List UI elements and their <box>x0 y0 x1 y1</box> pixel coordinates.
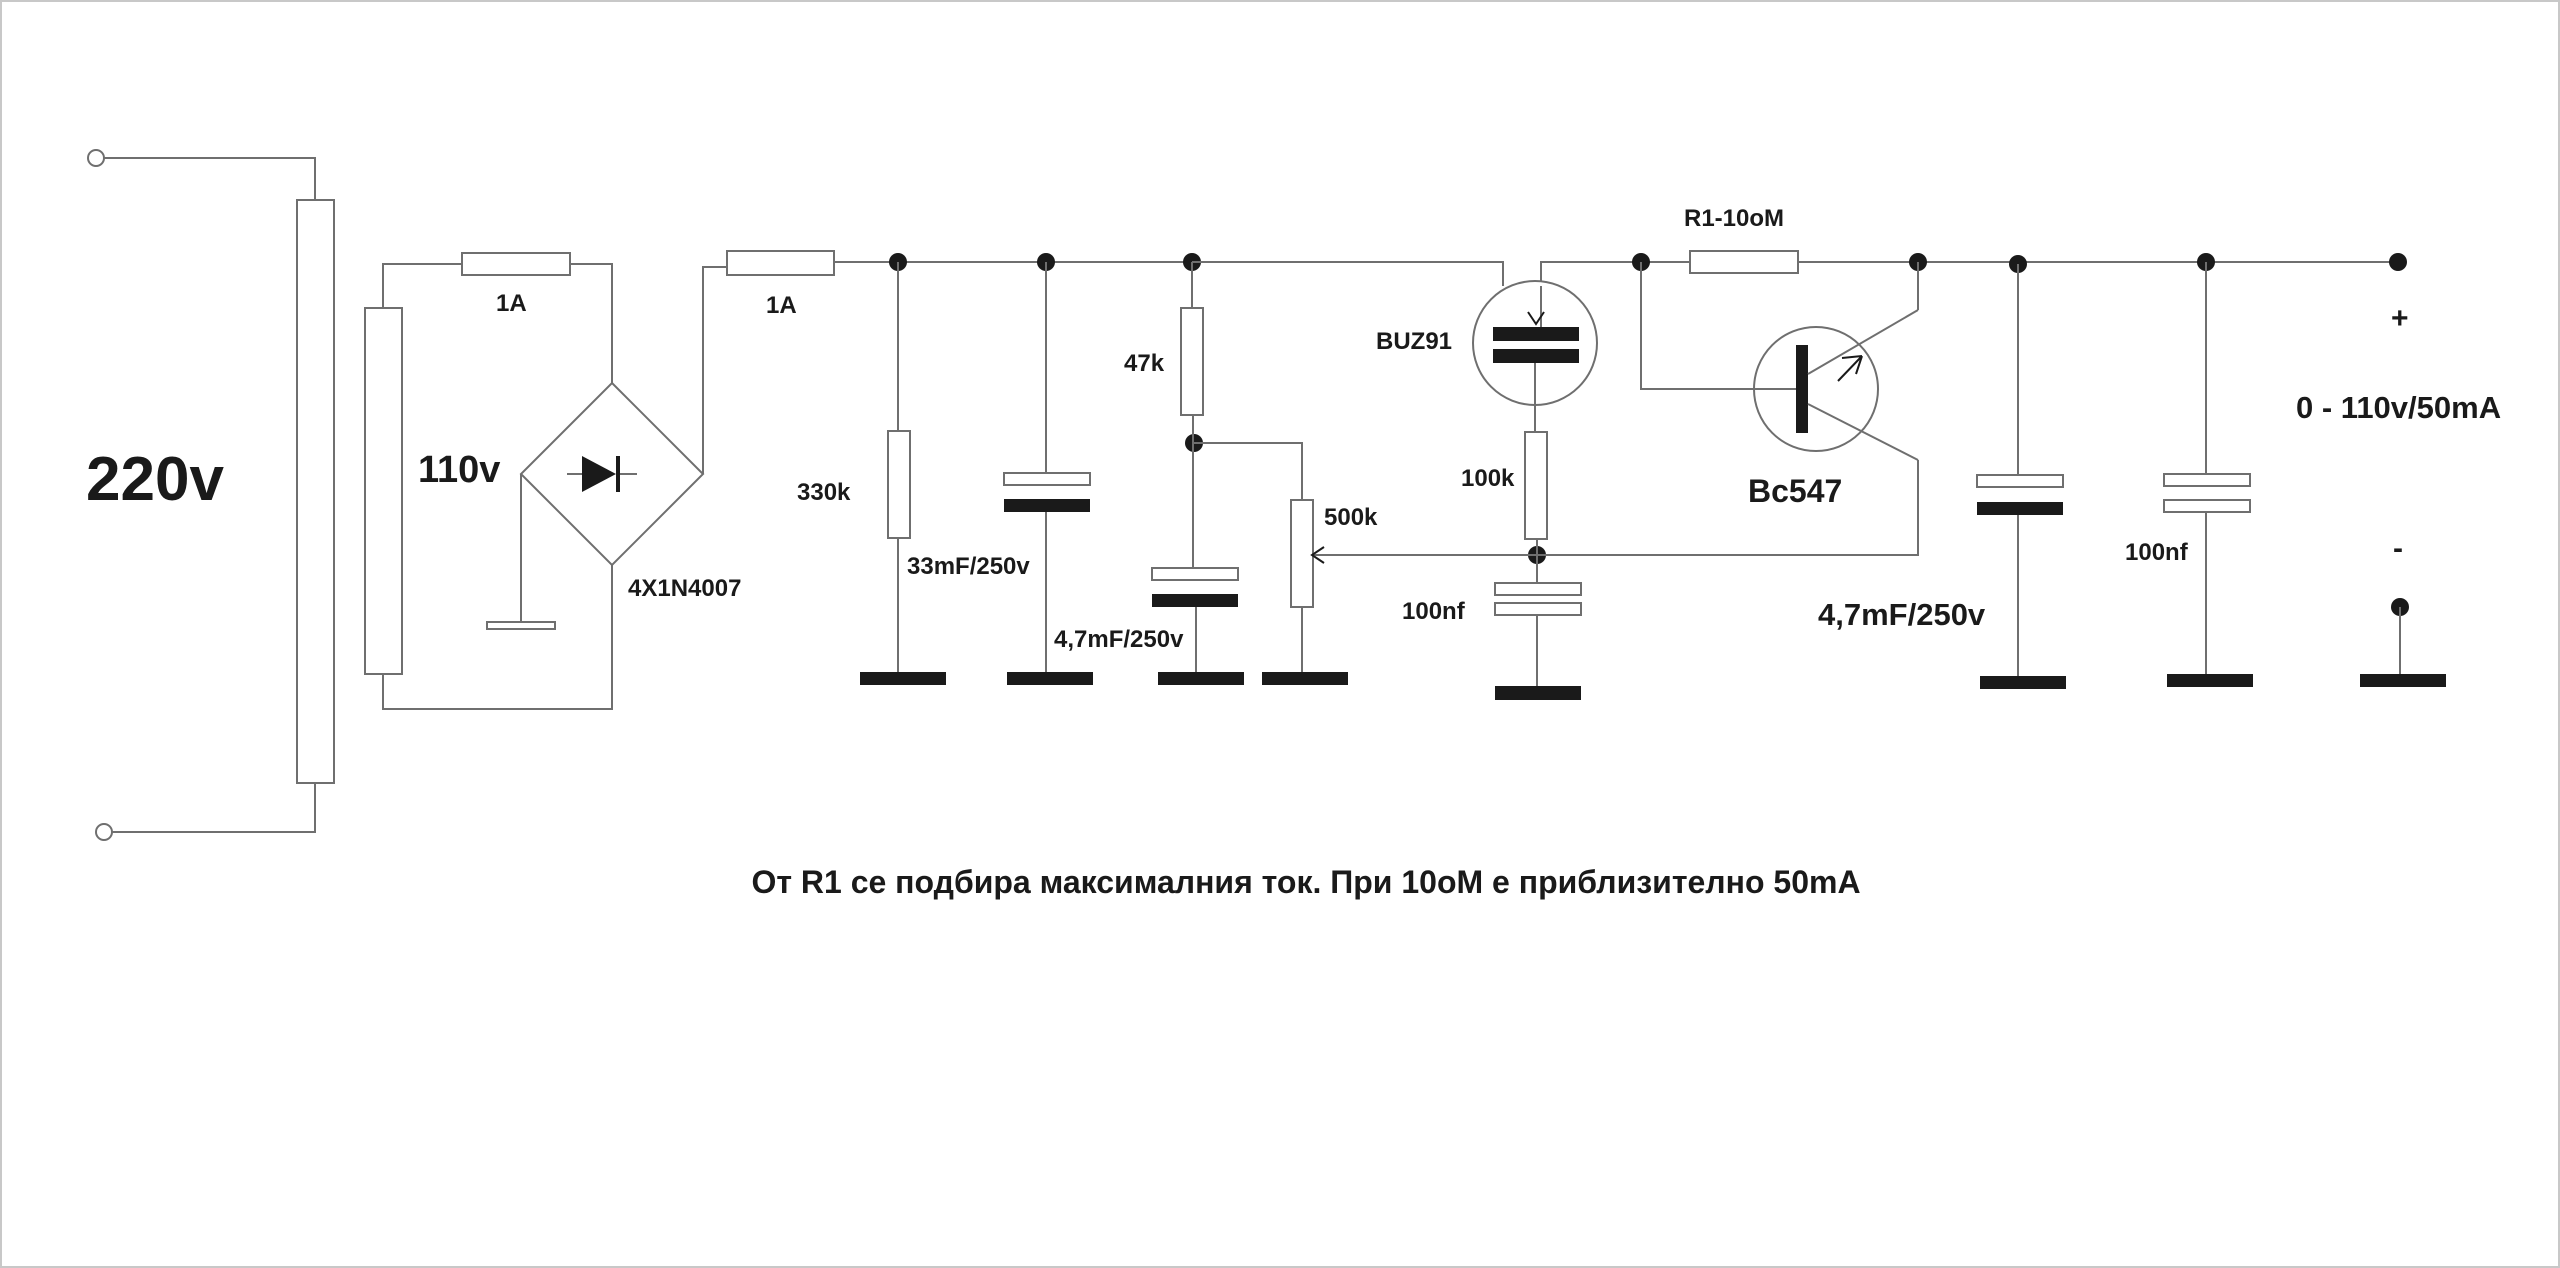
transistor-bc547 <box>1753 309 1919 461</box>
label-4-7mf-b: 4,7mF/250v <box>1818 597 1986 632</box>
mains-wire-bottom <box>112 783 316 833</box>
mosfet-buz91 <box>1192 261 1598 432</box>
capacitor-33mf-plate-negative <box>1004 499 1090 512</box>
ground-100nf-a <box>1495 686 1581 700</box>
label-47k: 47k <box>1124 350 1165 377</box>
ground-330k <box>860 672 946 685</box>
capacitor-4-7mf-a-plate-positive <box>1151 567 1239 581</box>
resistor-330k <box>887 430 911 539</box>
resistor-r1 <box>1689 250 1799 274</box>
label-33mf: 33mF/250v <box>907 553 1030 580</box>
potentiometer-500k <box>1290 499 1314 608</box>
label-220v: 220v <box>86 445 224 514</box>
fuse-2 <box>726 250 835 276</box>
transistor-emitter <box>1807 309 1919 375</box>
transistor-collector <box>1807 403 1919 461</box>
capacitor-100nf-b-plate-top <box>2163 473 2251 487</box>
label-r1: R1-10oM <box>1684 205 1784 232</box>
label-330k: 330k <box>797 479 851 506</box>
label-500k: 500k <box>1324 504 1378 531</box>
label-100nf-b: 100nf <box>2125 539 2189 566</box>
junction-dot <box>2389 253 2407 271</box>
label-output: 0 - 110v/50mA <box>2296 390 2501 425</box>
label-fuse1: 1A <box>496 290 527 317</box>
diode-symbol <box>582 456 616 492</box>
bridge-to-fuse2 <box>702 266 727 474</box>
primary-winding <box>296 199 335 784</box>
transistor-emitter-arrow <box>1837 355 1863 382</box>
mains-terminal-top <box>87 149 105 167</box>
transformer <box>87 149 403 841</box>
label-bc547: Bc547 <box>1748 473 1842 509</box>
capacitor-100nf-b-plate-bottom <box>2163 499 2251 513</box>
diode-bar <box>616 456 620 492</box>
label-fuse2: 1A <box>766 292 797 319</box>
label-100k: 100k <box>1461 465 1515 492</box>
mosfet-channel-bottom <box>1493 349 1579 363</box>
pot-top-wire <box>1194 442 1303 500</box>
resistor-47k <box>1180 307 1204 416</box>
ground-output <box>2360 674 2446 687</box>
secondary-wire-top <box>382 263 462 308</box>
mosfet-arrow <box>1527 311 1545 326</box>
capacitor-100nf-a-plate-bottom <box>1494 602 1582 616</box>
secondary-wire-bottom <box>382 565 613 710</box>
label-100nf-a: 100nf <box>1402 598 1466 625</box>
fuse-1 <box>461 252 571 276</box>
fuse1-to-bridge <box>570 263 613 383</box>
pot-wiper-arrow <box>1310 546 1325 564</box>
capacitor-4-7mf-a-plate-negative <box>1152 594 1238 607</box>
ground-33mf <box>1007 672 1093 685</box>
transistor-base-bar <box>1796 345 1808 433</box>
mosfet-gate-wire <box>1192 261 1504 286</box>
ground-500k <box>1262 672 1348 685</box>
label-plus: + <box>2391 302 2409 335</box>
label-4-7mf-a: 4,7mF/250v <box>1054 626 1184 653</box>
capacitor-33mf-plate-positive <box>1003 472 1091 486</box>
ground-4-7mf-a <box>1158 672 1244 685</box>
label-minus: - <box>2393 532 2403 565</box>
base-wire <box>1640 262 1796 390</box>
ground-4-7mf-b <box>1980 676 2066 689</box>
capacitor-4-7mf-b-plate-positive <box>1976 474 2064 488</box>
note-text: От R1 се подбира максималния ток. При 10… <box>751 864 1860 900</box>
ground-100nf-b <box>2167 674 2253 687</box>
mains-wire-top <box>104 157 316 200</box>
mains-terminal-bottom <box>95 823 113 841</box>
collector-wire <box>1537 460 1919 556</box>
junction-dots <box>889 253 2409 616</box>
bridge-negative-terminal <box>486 621 556 630</box>
capacitor-4-7mf-b-plate-negative <box>1977 502 2063 515</box>
label-bridge: 4X1N4007 <box>628 575 741 602</box>
mosfet-channel-top <box>1493 327 1579 341</box>
capacitor-100nf-a-plate-top <box>1494 582 1582 596</box>
secondary-winding <box>364 307 403 675</box>
label-110v: 110v <box>418 449 500 491</box>
label-buz91: BUZ91 <box>1376 328 1452 355</box>
resistor-100k <box>1524 431 1548 540</box>
bridge-rectifier <box>519 381 705 567</box>
